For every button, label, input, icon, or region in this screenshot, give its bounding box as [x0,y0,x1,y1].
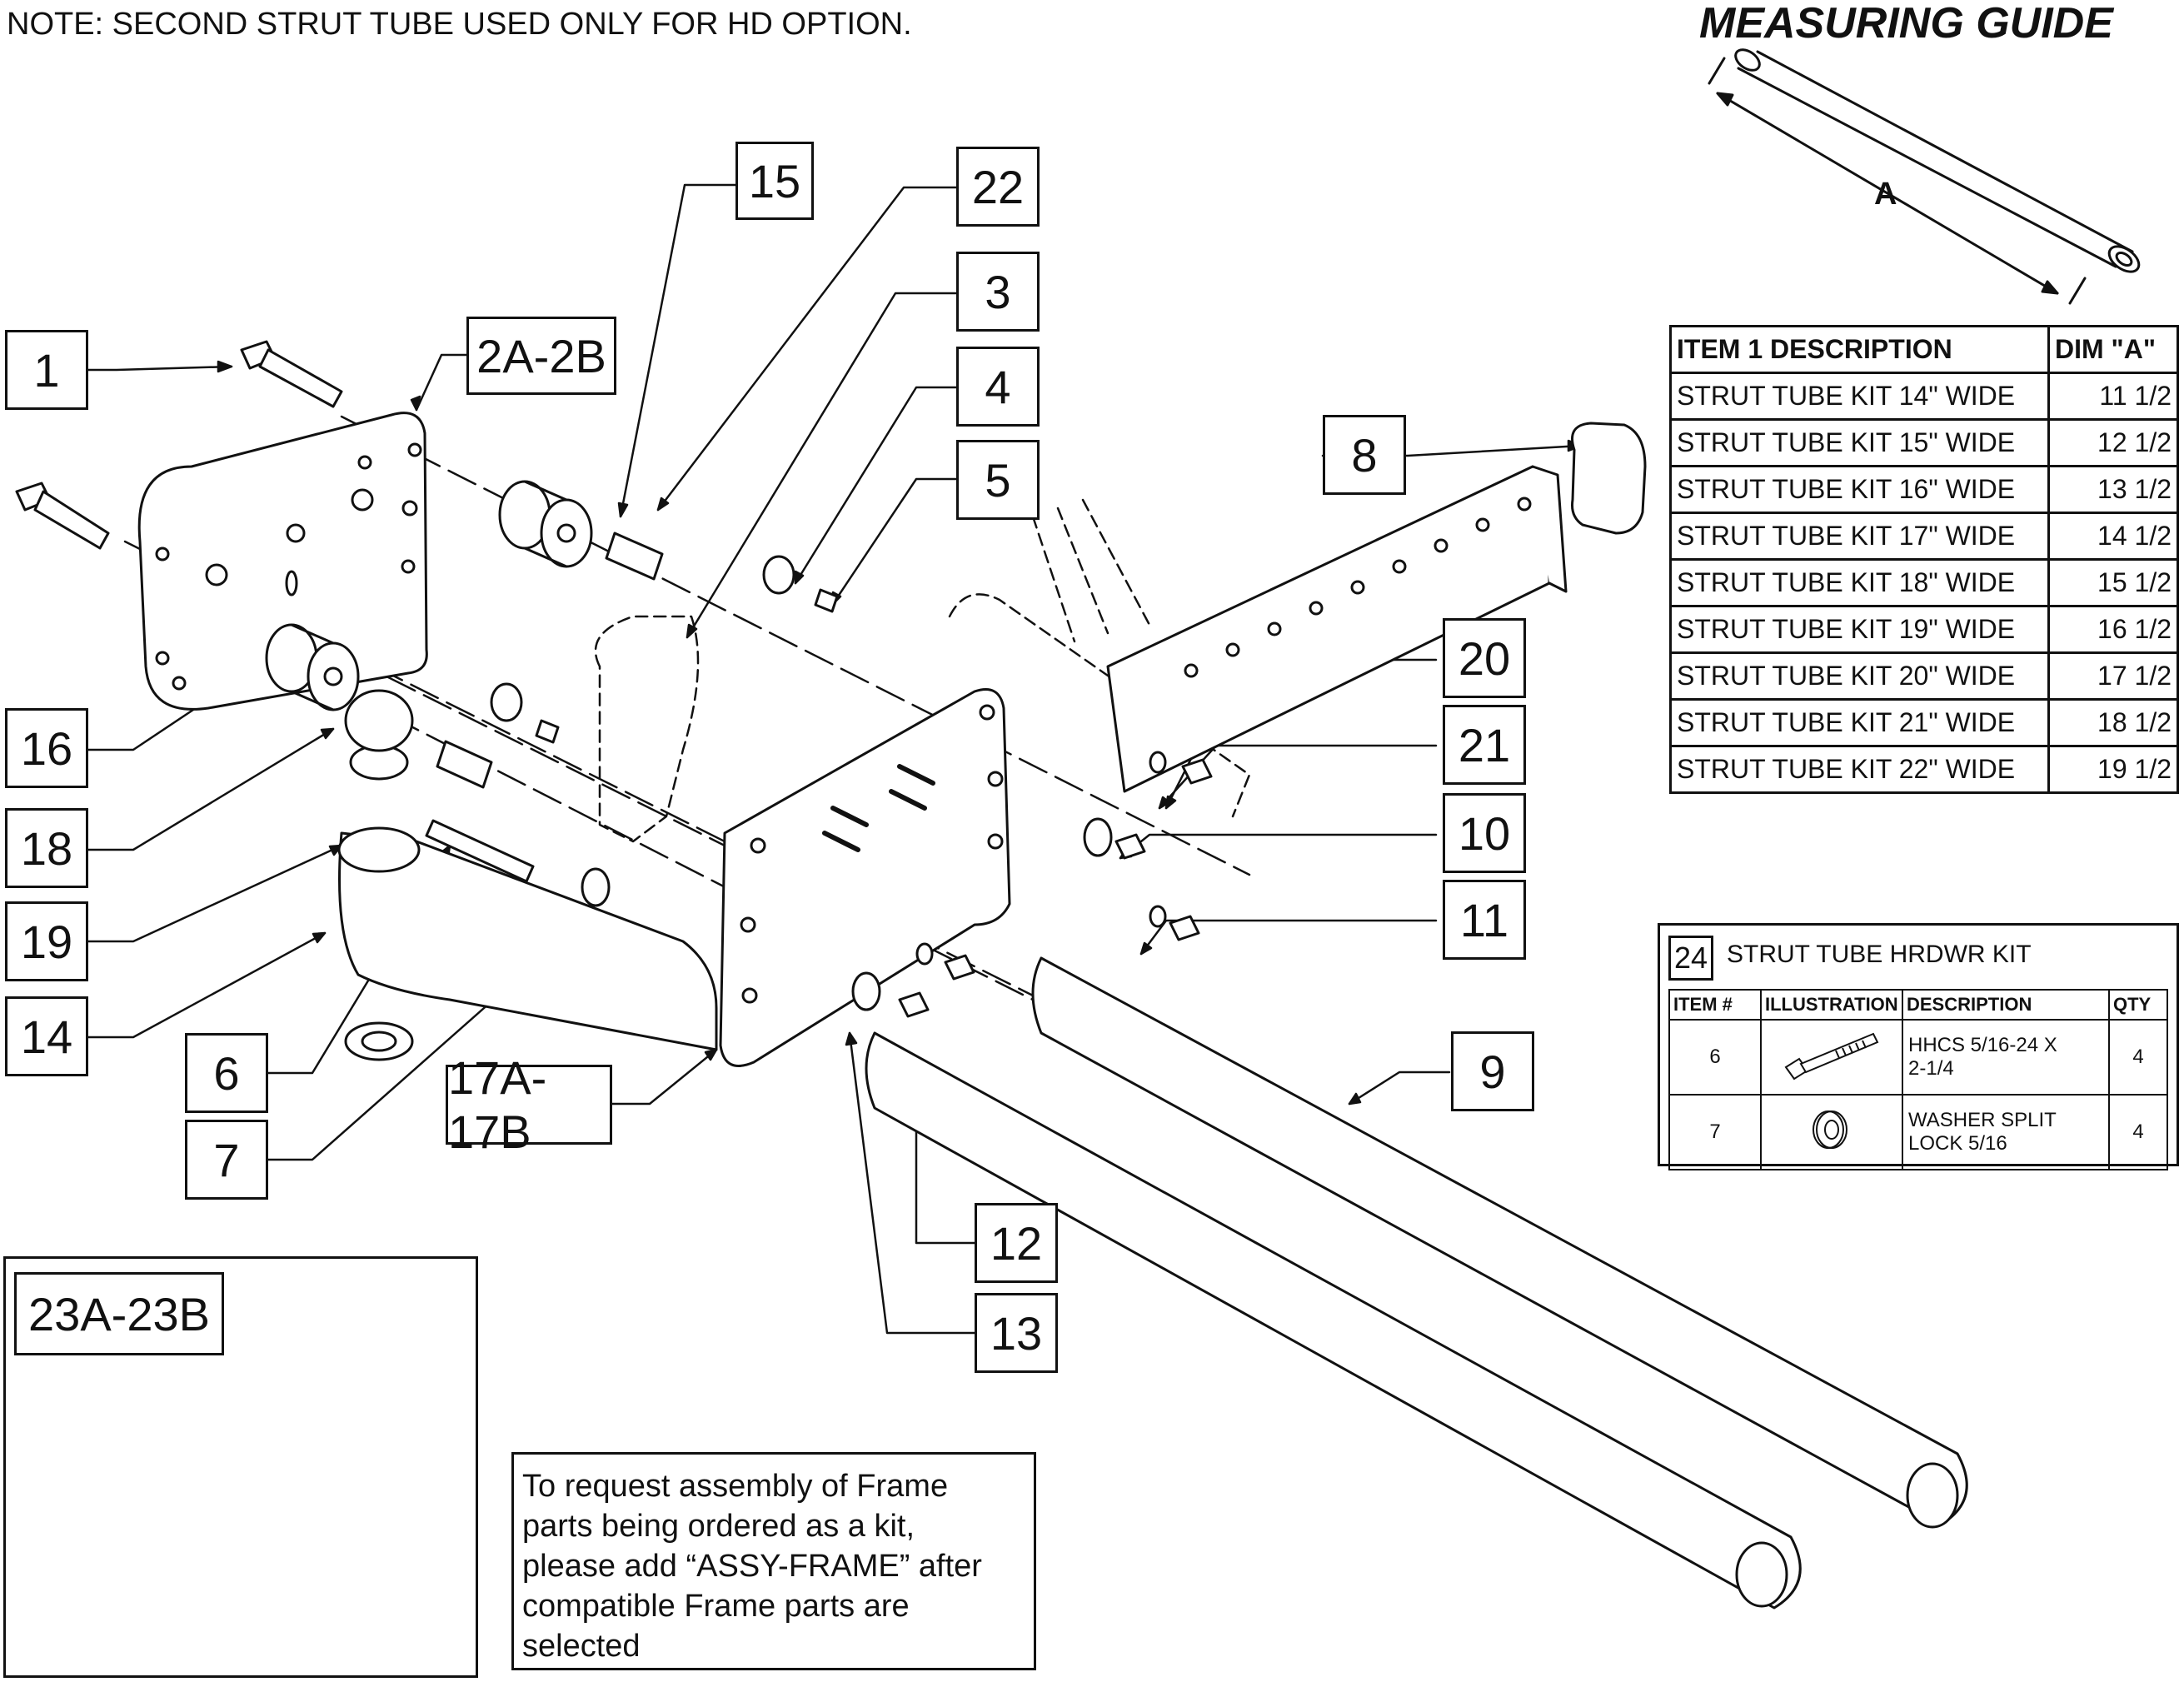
row-description: STRUT TUBE KIT 21" WIDE [1669,698,2050,747]
hardware-kit-box: 24 STRUT TUBE HRDWR KIT ITEM # ILLUSTRAT… [1658,923,2179,1170]
request-note-line: selected [522,1629,641,1664]
kit-item-number: 7 [1668,1094,1762,1170]
request-note-line: compatible Frame parts are [522,1589,910,1624]
row-description: STRUT TUBE KIT 20" WIDE [1669,651,2050,701]
kit-illustration-cell [1760,1019,1903,1096]
callout-8: 8 [1323,415,1406,495]
kit-table-header: ITEM # ILLUSTRATION DESCRIPTION QTY [1668,989,2168,1021]
kit-description-line2: 2-1/4 [1908,1057,1954,1080]
row-description: STRUT TUBE KIT 14" WIDE [1669,372,2050,421]
assembly-label: 23A-23B [14,1272,224,1355]
kit-illustration-cell [1760,1094,1903,1170]
kit-description-line1: HHCS 5/16-24 X [1908,1034,2057,1056]
strut-tubes-round [865,956,1968,1610]
row-description: STRUT TUBE KIT 15" WIDE [1669,418,2050,467]
callout-14: 14 [5,996,88,1076]
request-note: To request assembly of Frame parts being… [511,1452,1036,1670]
bolts-item-1 [15,340,343,550]
assembly-box: 23A-23B [3,1256,478,1678]
row-dim: 15 1/2 [2047,558,2179,607]
kit-item-number: 6 [1668,1019,1762,1096]
rollers [265,480,839,789]
table-row: 6 HHCS 5/16-24 X 2-1/4 4 [1668,1019,2168,1096]
kit-qty: 4 [2108,1094,2168,1170]
row-description: STRUT TUBE KIT 22" WIDE [1669,745,2050,794]
request-note-line: please add “ASSY-FRAME” after [522,1549,982,1584]
request-note-line: To request assembly of Frame [522,1469,949,1504]
kit-description-line2: LOCK 5/16 [1908,1132,2007,1155]
kit-header-illustration: ILLUSTRATION [1760,989,1903,1021]
callout-9: 9 [1451,1031,1534,1111]
dimension-label-a: A [1874,177,1897,212]
row-dim: 13 1/2 [2047,465,2179,514]
callout-13: 13 [975,1293,1058,1373]
callout-15: 15 [735,142,814,220]
main-plate [719,688,1011,1067]
row-dim: 11 1/2 [2047,372,2179,421]
request-note-line: parts being ordered as a kit, [522,1509,915,1544]
kit-description-line1: WASHER SPLIT [1908,1109,2057,1131]
header-dim: DIM "A" [2047,325,2179,374]
row-dim: 12 1/2 [2047,418,2179,467]
callout-17a-17b: 17A-17B [446,1051,612,1158]
row-description: STRUT TUBE KIT 18" WIDE [1669,558,2050,607]
callout-21: 21 [1443,705,1526,785]
callout-20: 20 [1443,618,1526,698]
callout-3: 3 [956,252,1040,332]
callout-10: 10 [1443,793,1526,873]
table-row: 7 WASHER SPLIT LOCK 5/16 4 [1668,1094,2168,1170]
row-description: STRUT TUBE KIT 16" WIDE [1669,465,2050,514]
callout-4: 4 [956,347,1040,427]
washer-icon [1813,1110,1847,1149]
callout-1: 1 [5,330,88,410]
row-description: STRUT TUBE KIT 17" WIDE [1669,512,2050,561]
mounting-plate-left [137,412,428,711]
kit-number: 24 [1668,936,1713,981]
bolt-icon [1784,1032,1879,1080]
callout-19: 19 [5,901,88,981]
dimension-table: ITEM 1 DESCRIPTION DIM "A" STRUT TUBE KI… [1669,325,2179,794]
row-dim: 17 1/2 [2047,651,2179,701]
arm-bracket [337,689,718,1061]
kit-qty: 4 [2108,1019,2168,1096]
kit-description: WASHER SPLIT LOCK 5/16 [1902,1094,2110,1170]
row-dim: 19 1/2 [2047,745,2179,794]
row-dim: 16 1/2 [2047,605,2179,654]
callout-7: 7 [185,1120,268,1200]
nuts-washers [425,751,1213,1018]
kit-header-item: ITEM # [1668,989,1762,1021]
top-note: NOTE: SECOND STRUT TUBE USED ONLY FOR HD… [7,7,912,42]
dimension-table-header: ITEM 1 DESCRIPTION DIM "A" [1669,325,2179,374]
kit-table: ITEM # ILLUSTRATION DESCRIPTION QTY 6 HH… [1668,989,2168,1170]
kit-header-qty: QTY [2108,989,2168,1021]
callout-12: 12 [975,1203,1058,1283]
callout-2a-2b: 2A-2B [466,317,616,395]
callout-6: 6 [185,1033,268,1113]
kit-description: HHCS 5/16-24 X 2-1/4 [1902,1019,2110,1096]
measuring-guide-tube [1708,48,2141,305]
strut-tube-square [1106,422,1647,793]
callout-5: 5 [956,440,1040,520]
callout-16: 16 [5,708,88,788]
callout-11: 11 [1443,880,1526,960]
callout-18: 18 [5,808,88,888]
row-dim: 14 1/2 [2047,512,2179,561]
row-description: STRUT TUBE KIT 19" WIDE [1669,605,2050,654]
header-description: ITEM 1 DESCRIPTION [1669,325,2050,374]
row-dim: 18 1/2 [2047,698,2179,747]
kit-title: STRUT TUBE HRDWR KIT [1727,941,2032,968]
measuring-guide-title: MEASURING GUIDE [1699,0,2113,47]
callout-22: 22 [956,147,1040,227]
bracket-ghost [594,498,1251,843]
kit-header-description: DESCRIPTION [1902,989,2110,1021]
